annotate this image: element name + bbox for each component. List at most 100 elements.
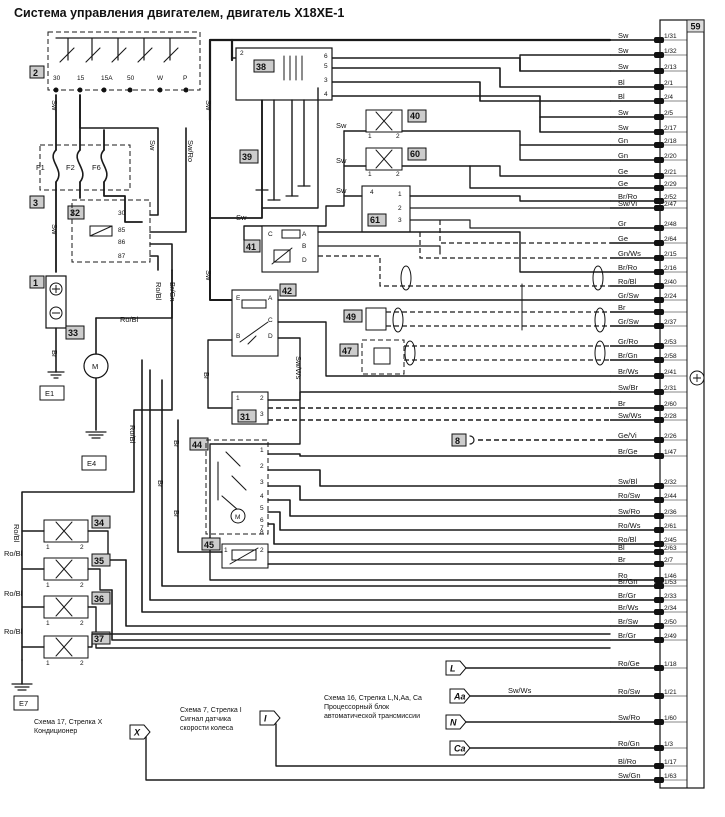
connector-pin-label: 2/7: [664, 557, 673, 564]
connector-pin-label: 2/15: [664, 251, 677, 258]
wire-label: Sw: [50, 224, 59, 235]
ignition-pin-label: P: [183, 75, 187, 82]
ignition-terminal: [101, 87, 107, 93]
svg-text:32: 32: [70, 208, 80, 218]
connector-wire-label: Br/Sw: [618, 617, 639, 626]
connector-pin-label: 2/50: [664, 619, 677, 626]
connector-pin-label: 2/4: [664, 94, 673, 101]
wire-label: Sw: [336, 121, 347, 130]
block44-pin-label: 2: [260, 463, 264, 470]
ignition-pin-label: 50: [127, 75, 135, 82]
connector-row: 2/33 Br/Gr: [610, 591, 687, 603]
svg-text:1: 1: [368, 171, 372, 178]
svg-text:49: 49: [346, 312, 356, 322]
connector-wire-label: Sw/Ro: [618, 713, 640, 722]
connector-pin-label: 2/53: [664, 339, 677, 346]
wire-label: Sw/Ws: [294, 356, 303, 380]
arrow-shape-icon: [259, 710, 281, 726]
arrow-marker: I: [259, 710, 281, 726]
connector-wire-label: Br: [618, 303, 626, 312]
connector-pin-label: 2/18: [664, 138, 677, 145]
connector-pin-label: 2/28: [664, 413, 677, 420]
connector-pin-label: 2/49: [664, 633, 677, 640]
svg-text:A: A: [302, 231, 307, 238]
ignition-pin-label: 15: [77, 75, 85, 82]
arrow-marker: L: [445, 660, 467, 676]
arrow-shape-icon: [129, 724, 151, 740]
sensor-41: 41 C A B D: [243, 225, 611, 287]
wire-label: Ro/Bl: [12, 524, 21, 543]
arrow-shape-icon: [445, 714, 467, 730]
connector-pin-label: 2/31: [664, 385, 677, 392]
svg-text:3: 3: [398, 217, 402, 224]
sensor-49: 49: [343, 307, 610, 333]
connector-pin-label: 1/60: [664, 715, 677, 722]
motor-33: 33 M E4: [65, 269, 173, 471]
svg-text:2: 2: [80, 544, 84, 551]
svg-text:C: C: [268, 317, 273, 324]
connector-pin-label: 2/33: [664, 593, 677, 600]
connector-wire-label: Br/Gr: [618, 591, 636, 600]
arrow-label: I: [264, 714, 267, 724]
connector-wire-label: Gr/Ro: [618, 337, 638, 346]
connector-pin-label: 1/53: [664, 579, 677, 586]
connector-row: 2/16 Br/Ro: [610, 263, 687, 275]
fuse-f1-label: F1: [36, 163, 45, 172]
wire-label: Br: [156, 480, 165, 488]
svg-text:45: 45: [204, 540, 214, 550]
connector-pin-label: 1/32: [664, 48, 677, 55]
sensor-47: 47: [339, 339, 610, 375]
svg-text:44: 44: [192, 440, 202, 450]
connector-pin-label: 2/16: [664, 265, 677, 272]
connector-wire-label: Gn: [618, 136, 628, 145]
connector-wire-label: Br/Gr: [618, 631, 636, 640]
svg-text:34: 34: [94, 518, 104, 528]
svg-text:2: 2: [396, 133, 400, 140]
svg-text:4: 4: [370, 189, 374, 196]
connector-pin-label: 2/64: [664, 236, 677, 243]
connector-row: 2/49 Br/Gr: [610, 631, 687, 643]
block44-pin-label: 3: [260, 479, 264, 486]
wire-label: Sw: [50, 100, 59, 111]
connector-wire-label: Gr/Sw: [618, 317, 639, 326]
note-line: скорости колеса: [180, 725, 233, 732]
connector-wire-label: Ro/Sw: [618, 491, 641, 500]
connector-wire-label: Br/Ro: [618, 192, 637, 201]
ignition-pin-label: W: [157, 75, 164, 82]
svg-text:1: 1: [46, 620, 50, 627]
svg-text:30: 30: [118, 210, 126, 217]
injector-35: 35 1 2: [21, 553, 113, 591]
svg-text:39: 39: [242, 152, 252, 162]
arrow-label: N: [450, 718, 457, 728]
svg-text:1: 1: [368, 133, 372, 140]
wire-label: Ro/Bl: [4, 627, 23, 636]
svg-text:D: D: [268, 333, 273, 340]
connector-pin-label: 1/17: [664, 759, 677, 766]
connector-row: 2/4Bl: [610, 92, 687, 104]
svg-text:38: 38: [256, 62, 266, 72]
note-line: Схема 16, Стрелка L,N,Aa, Ca: [324, 695, 422, 702]
svg-text:1: 1: [236, 395, 240, 402]
wire-label: Sw: [236, 213, 247, 222]
valve-40: 40 1 2: [343, 109, 611, 161]
wire-label: Ro/Bl: [120, 315, 139, 324]
note-line: Кондиционер: [34, 728, 77, 735]
arrow-shape-icon: [449, 688, 471, 704]
svg-text:31: 31: [240, 412, 250, 422]
battery: 1 E1: [29, 275, 67, 401]
connector-59: 59: [659, 19, 705, 789]
fuse-f6-label: F6: [92, 163, 101, 172]
arrow-label: X: [133, 728, 141, 738]
connector-pin-label: 2/13: [664, 64, 677, 71]
svg-text:41: 41: [246, 242, 256, 252]
connector-wire-label: Br/Ro: [618, 263, 637, 272]
